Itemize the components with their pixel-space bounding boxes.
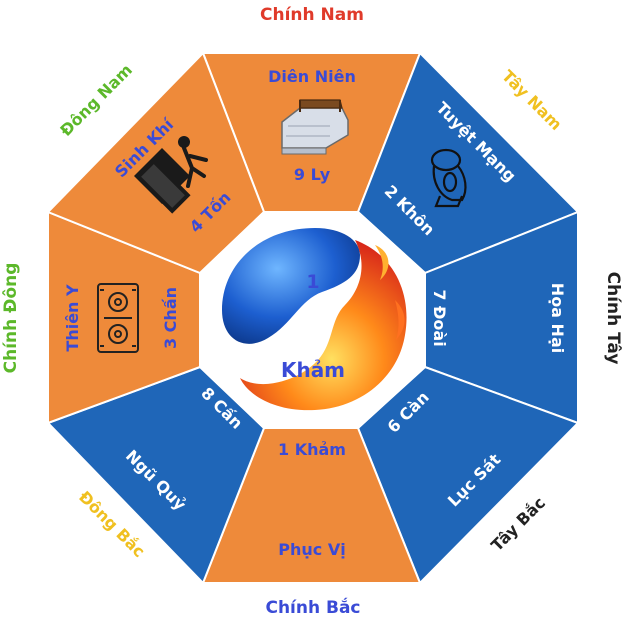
bed-icon <box>281 99 349 155</box>
toilet-icon <box>430 148 467 208</box>
sector-north-number: 1 Khảm <box>278 440 346 459</box>
door-icon <box>134 136 208 214</box>
yin-yang-icon <box>222 228 407 411</box>
sector-south-name: Diên Niên <box>268 67 356 86</box>
direction-chinh-dong: Chính Đông <box>1 263 21 374</box>
stove-icon <box>97 283 139 353</box>
direction-chinh-bac: Chính Bắc <box>265 597 360 618</box>
sector-south-number: 9 Ly <box>294 165 331 184</box>
sector-north-name: Phục Vị <box>278 540 345 559</box>
direction-tay-nam: Tây Nam <box>498 66 566 134</box>
direction-dong-nam: Đông Nam <box>56 60 136 140</box>
sector-west-number: 7 Đoài <box>430 289 449 346</box>
center-number: 1 <box>306 271 319 293</box>
sector-east-name: Thiên Y <box>63 284 82 352</box>
direction-chinh-nam: Chính Nam <box>260 5 364 25</box>
sector-west-name: Họa Hại <box>548 283 567 353</box>
center-name: Khảm <box>281 358 345 382</box>
sector-east-number: 3 Chấn <box>161 287 180 349</box>
direction-chinh-tay: Chính Tây <box>603 272 623 365</box>
